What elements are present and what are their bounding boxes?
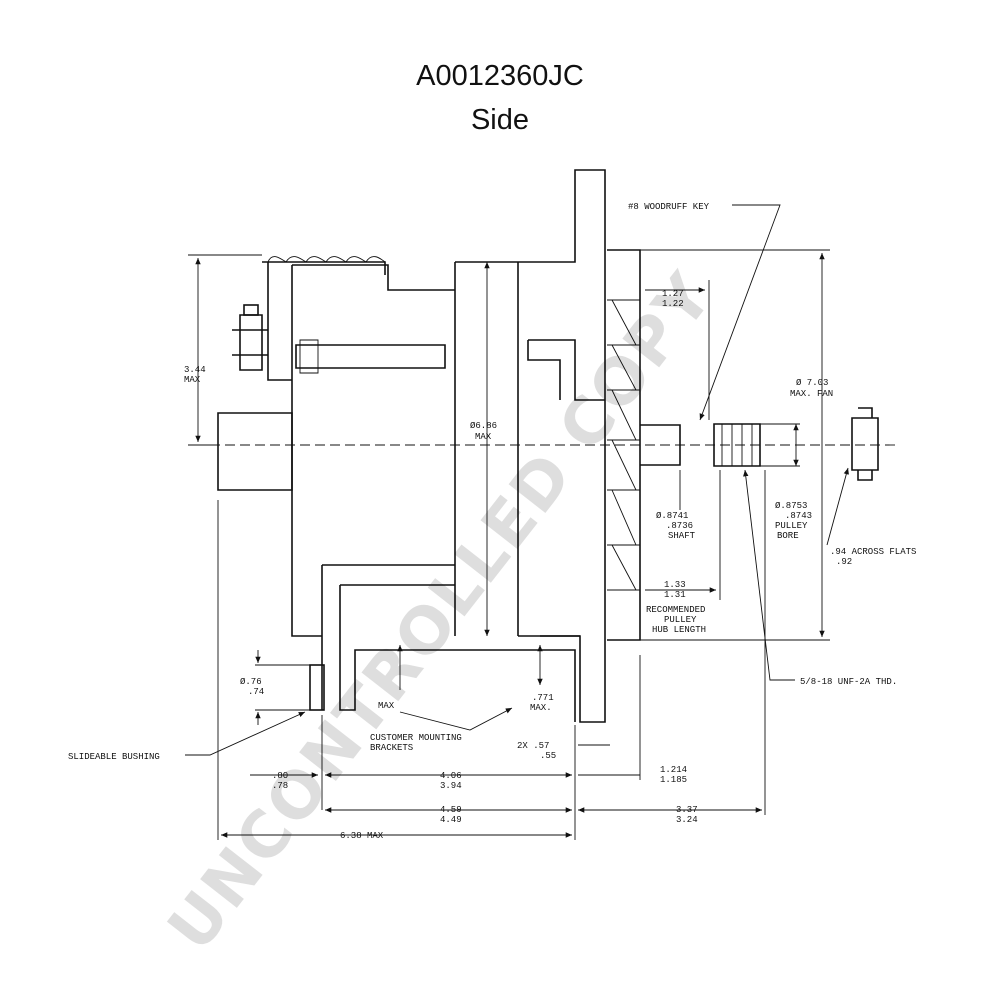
part-number-title: A0012360JC bbox=[416, 60, 584, 92]
label-337: 3.37 bbox=[676, 805, 698, 815]
label-459: 4.59 bbox=[440, 805, 462, 815]
label-131: 1.31 bbox=[664, 590, 686, 600]
label-across-flats-1: .94 ACROSS FLATS bbox=[830, 547, 916, 557]
label-80: .80 bbox=[272, 771, 288, 781]
dimension-labels: #8 WOODRUFF KEY 3.44 MAX Ø6.86 MAX Ø 7.0… bbox=[68, 202, 916, 841]
label-394: 3.94 bbox=[440, 781, 462, 791]
label-shaft-2: .8736 bbox=[666, 521, 693, 531]
label-449: 4.49 bbox=[440, 815, 462, 825]
label-344-max: MAX bbox=[184, 375, 201, 385]
label-344: 3.44 bbox=[184, 365, 206, 375]
dimension-lines bbox=[188, 249, 830, 840]
label-hub-3: HUB LENGTH bbox=[652, 625, 706, 635]
label-133: 1.33 bbox=[664, 580, 686, 590]
label-across-flats-2: .92 bbox=[836, 557, 852, 567]
leader-lines bbox=[185, 204, 849, 756]
label-thread: 5/8-18 UNF-2A THD. bbox=[800, 677, 897, 687]
label-hub-2: PULLEY bbox=[664, 615, 697, 625]
label-bore-1: Ø.8753 bbox=[775, 501, 807, 511]
label-1185: 1.185 bbox=[660, 775, 687, 785]
label-bore-4: BORE bbox=[777, 531, 799, 541]
label-127: 1.27 bbox=[662, 289, 684, 299]
label-bore-2: .8743 bbox=[785, 511, 812, 521]
alternator-body bbox=[217, 169, 879, 723]
view-subtitle: Side bbox=[470, 104, 530, 136]
label-slideable-bushing: SLIDEABLE BUSHING bbox=[68, 752, 160, 762]
label-686: Ø6.86 bbox=[470, 421, 497, 431]
label-1214: 1.214 bbox=[660, 765, 687, 775]
label-bore-3: PULLEY bbox=[775, 521, 808, 531]
label-fan-2: MAX. FAN bbox=[790, 389, 833, 399]
label-686-max: MAX bbox=[475, 432, 492, 442]
label-mounting-1: CUSTOMER MOUNTING bbox=[370, 733, 462, 743]
label-771: .771 bbox=[532, 693, 554, 703]
label-dia-76: Ø.76 bbox=[240, 677, 262, 687]
label-771-max: MAX. bbox=[530, 703, 552, 713]
label-638: 6.38 MAX bbox=[340, 831, 384, 841]
label-mounting-2: BRACKETS bbox=[370, 743, 413, 753]
label-shaft-1: Ø.8741 bbox=[656, 511, 688, 521]
label-bracket-max: MAX bbox=[378, 701, 395, 711]
label-406: 4.06 bbox=[440, 771, 462, 781]
label-hub-1: RECOMMENDED bbox=[646, 605, 705, 615]
label-woodruff-key: #8 WOODRUFF KEY bbox=[628, 202, 710, 212]
label-fan-1: Ø 7.03 bbox=[796, 378, 828, 388]
label-324: 3.24 bbox=[676, 815, 698, 825]
label-55: .55 bbox=[540, 751, 556, 761]
label-122: 1.22 bbox=[662, 299, 684, 309]
label-shaft-3: SHAFT bbox=[668, 531, 696, 541]
label-78: .78 bbox=[272, 781, 288, 791]
label-dia-74: .74 bbox=[248, 687, 264, 697]
label-2x-57: 2X .57 bbox=[517, 741, 549, 751]
